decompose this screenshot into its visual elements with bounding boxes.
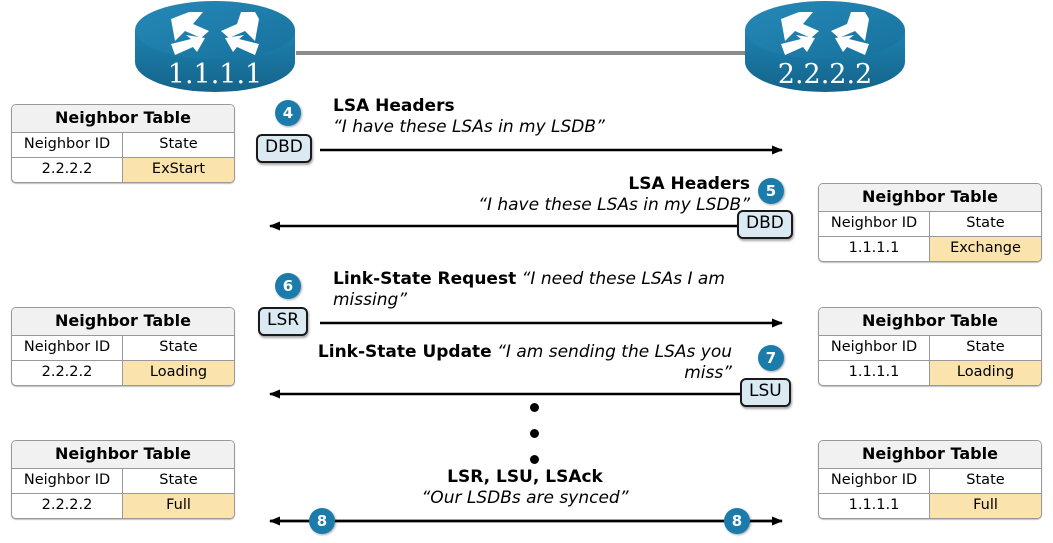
table-title: Neighbor Table	[12, 308, 234, 336]
table-title: Neighbor Table	[12, 441, 234, 469]
step-badge-8-left: 8	[309, 508, 335, 534]
neighbor-table-right-full: Neighbor Table Neighbor ID State 1.1.1.1…	[818, 440, 1042, 520]
packet-box-lsr: LSR	[258, 307, 309, 336]
table-row: 1.1.1.1 Full	[819, 492, 1041, 519]
column-header-state: State	[930, 468, 1041, 493]
packet-box-dbd-2: DBD	[737, 210, 793, 239]
router-right: 2.2.2.2	[741, 0, 909, 92]
column-header-neighbor-id: Neighbor ID	[819, 468, 930, 493]
packet-box-dbd-1: DBD	[256, 134, 312, 163]
neighbor-table-left-full: Neighbor Table Neighbor ID State 2.2.2.2…	[11, 440, 235, 520]
message-7-text: Link-State Update “I am sending the LSAs…	[300, 342, 732, 383]
table-title: Neighbor Table	[12, 105, 234, 133]
cell-neighbor-id: 1.1.1.1	[819, 236, 930, 262]
cell-neighbor-id: 1.1.1.1	[819, 493, 930, 519]
dot	[530, 403, 539, 412]
table-row: 2.2.2.2 ExStart	[12, 156, 234, 183]
table-row: 2.2.2.2 Full	[12, 492, 234, 519]
column-header-neighbor-id: Neighbor ID	[819, 335, 930, 360]
column-header-neighbor-id: Neighbor ID	[12, 335, 123, 360]
router-left-label: 1.1.1.1	[167, 59, 263, 90]
message-5-title: LSA Headers	[628, 174, 750, 194]
table-title: Neighbor Table	[819, 441, 1041, 469]
cell-neighbor-id: 1.1.1.1	[819, 360, 930, 386]
table-header-row: Neighbor ID State	[819, 468, 1041, 493]
message-5-quote: “I have these LSAs in my LSDB”	[478, 194, 750, 215]
message-4-title: LSA Headers	[333, 96, 455, 116]
message-7-title: Link-State Update	[317, 342, 492, 362]
step-badge-6: 6	[275, 273, 301, 299]
cell-state: Loading	[123, 360, 234, 386]
message-8-text: LSR, LSU, LSAck “Our LSDBs are synced”	[340, 467, 710, 508]
router-left: 1.1.1.1	[131, 0, 299, 92]
cell-state: Exchange	[930, 236, 1041, 262]
step-badge-8-right: 8	[724, 508, 750, 534]
ellipsis-dots	[530, 403, 540, 481]
dot	[530, 455, 539, 464]
cell-neighbor-id: 2.2.2.2	[12, 493, 123, 519]
packet-box-lsu: LSU	[740, 378, 791, 407]
table-header-row: Neighbor ID State	[12, 132, 234, 157]
cell-state: ExStart	[123, 157, 234, 183]
cell-neighbor-id: 2.2.2.2	[12, 157, 123, 183]
table-header-row: Neighbor ID State	[819, 335, 1041, 360]
router-right-label: 2.2.2.2	[777, 59, 873, 90]
column-header-neighbor-id: Neighbor ID	[12, 132, 123, 157]
dot	[530, 429, 539, 438]
table-row: 1.1.1.1 Exchange	[819, 235, 1041, 262]
neighbor-table-right-loading: Neighbor Table Neighbor ID State 1.1.1.1…	[818, 307, 1042, 387]
message-6-quote: “I need these LSAs I am missing”	[333, 269, 725, 310]
table-row: 2.2.2.2 Loading	[12, 359, 234, 386]
table-title: Neighbor Table	[819, 308, 1041, 336]
message-6-text: Link-State Request “I need these LSAs I …	[333, 269, 803, 310]
cell-state: Full	[123, 493, 234, 519]
step-badge-4: 4	[275, 100, 301, 126]
message-8-title: LSR, LSU, LSAck	[447, 467, 603, 487]
table-header-row: Neighbor ID State	[819, 211, 1041, 236]
table-title: Neighbor Table	[819, 184, 1041, 212]
cell-state: Full	[930, 493, 1041, 519]
message-7-quote: “I am sending the LSAs you miss”	[497, 342, 732, 383]
table-header-row: Neighbor ID State	[12, 468, 234, 493]
message-4-text: LSA Headers “I have these LSAs in my LSD…	[333, 96, 753, 137]
message-6-title: Link-State Request	[333, 269, 517, 289]
column-header-neighbor-id: Neighbor ID	[12, 468, 123, 493]
column-header-state: State	[930, 335, 1041, 360]
table-header-row: Neighbor ID State	[12, 335, 234, 360]
neighbor-table-right-exchange: Neighbor Table Neighbor ID State 1.1.1.1…	[818, 183, 1042, 263]
column-header-state: State	[930, 211, 1041, 236]
neighbor-table-left-exstart: Neighbor Table Neighbor ID State 2.2.2.2…	[11, 104, 235, 184]
router-link-line	[296, 51, 748, 55]
column-header-state: State	[123, 132, 234, 157]
table-row: 1.1.1.1 Loading	[819, 359, 1041, 386]
column-header-state: State	[123, 335, 234, 360]
message-5-text: LSA Headers “I have these LSAs in my LSD…	[330, 174, 750, 215]
step-badge-5: 5	[758, 178, 784, 204]
router-icon	[135, 1, 295, 92]
cell-state: Loading	[930, 360, 1041, 386]
message-4-quote: “I have these LSAs in my LSDB”	[333, 116, 605, 137]
column-header-neighbor-id: Neighbor ID	[819, 211, 930, 236]
column-header-state: State	[123, 468, 234, 493]
router-icon	[745, 1, 905, 92]
step-badge-7: 7	[758, 345, 784, 371]
message-8-quote: “Our LSDBs are synced”	[421, 487, 629, 508]
neighbor-table-left-loading: Neighbor Table Neighbor ID State 2.2.2.2…	[11, 307, 235, 387]
cell-neighbor-id: 2.2.2.2	[12, 360, 123, 386]
